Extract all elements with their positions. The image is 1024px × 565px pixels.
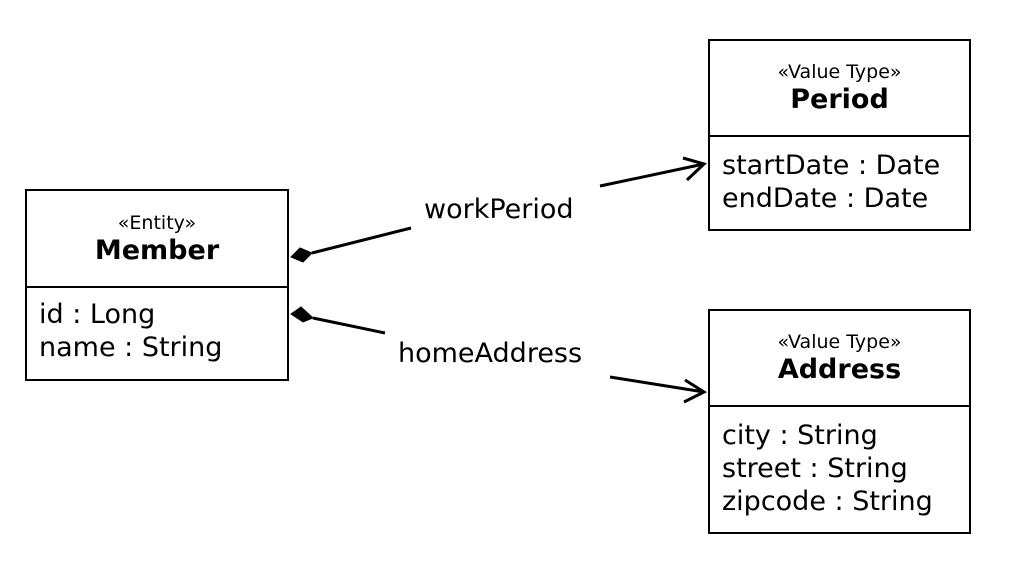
attribute-list: id : Long name : String: [27, 288, 287, 364]
class-address[interactable]: «Value Type» Address city : String stree…: [708, 309, 971, 534]
attribute-row: street : String: [722, 453, 908, 484]
association-line-segment: [312, 316, 386, 335]
attribute-row: zipcode : String: [722, 486, 933, 517]
attribute-row: city : String: [722, 420, 878, 451]
attribute-list: city : String street : String zipcode : …: [710, 407, 969, 518]
attribute-row: name : String: [39, 332, 223, 363]
class-period[interactable]: «Value Type» Period startDate : Date end…: [708, 39, 971, 231]
stereotype-label: «Value Type»: [777, 61, 902, 83]
class-header: «Value Type» Period: [710, 41, 969, 137]
association-line-segment: [599, 162, 705, 188]
association-home-address: [290, 306, 708, 404]
association-label-work-period: workPeriod: [422, 194, 576, 226]
attribute-row: endDate : Date: [722, 183, 929, 214]
class-name: Member: [94, 234, 220, 266]
class-name: Address: [777, 354, 902, 385]
association-line-segment: [609, 375, 705, 394]
attribute-list: startDate : Date endDate : Date: [710, 137, 969, 215]
open-arrowhead-icon: [683, 378, 708, 404]
association-line-segment: [311, 226, 412, 255]
open-arrowhead-icon: [682, 156, 707, 182]
attribute-row: startDate : Date: [722, 150, 941, 181]
stereotype-label: «Entity»: [117, 211, 197, 234]
class-header: «Value Type» Address: [710, 311, 969, 407]
attribute-row: id : Long: [39, 299, 156, 330]
composition-diamond-icon: [290, 247, 313, 263]
association-label-home-address: homeAddress: [396, 338, 585, 370]
composition-diamond-icon: [290, 306, 314, 323]
association-work-period: [290, 156, 707, 263]
class-member[interactable]: «Entity» Member id : Long name : String: [25, 189, 289, 381]
class-header: «Entity» Member: [27, 191, 287, 288]
class-name: Period: [790, 84, 889, 115]
stereotype-label: «Value Type»: [777, 331, 902, 353]
